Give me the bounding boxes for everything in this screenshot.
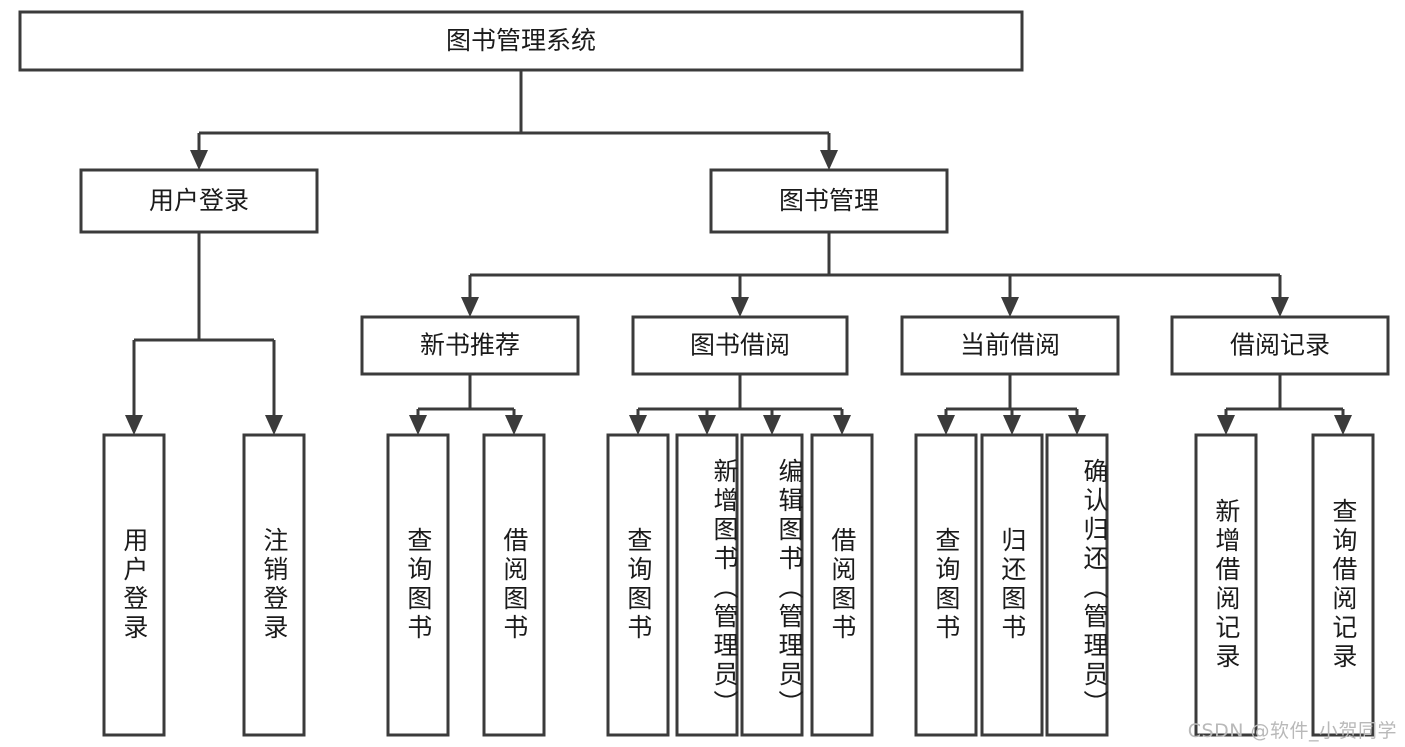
node-label-borrow-record: 借阅记录	[1230, 331, 1330, 360]
connectors-layer	[125, 70, 1352, 435]
node-box-current-borrow[interactable]	[900, 315, 1120, 376]
arrow-head-leaf-borrow-book-2	[833, 415, 851, 435]
arrow-head-current-borrow	[1001, 297, 1019, 317]
connector-group-borrow-record	[1217, 374, 1352, 435]
connector-group-user-login	[125, 232, 283, 435]
node-box-book-manage[interactable]	[709, 168, 949, 234]
arrow-head-leaf-logout	[265, 415, 283, 435]
node-box-leaf-query-record[interactable]	[1311, 433, 1375, 737]
csdn-watermark: CSDN @软件_小贺同学	[1187, 720, 1397, 742]
node-label-new-book-rec: 新书推荐	[420, 331, 520, 360]
node-label-book-borrow: 图书借阅	[690, 331, 790, 360]
node-box-leaf-edit-book[interactable]	[740, 433, 804, 737]
node-box-new-book-rec[interactable]	[360, 315, 580, 376]
connector-group-new-book-rec	[409, 374, 523, 435]
node-box-root[interactable]	[18, 10, 1024, 72]
node-box-leaf-add-book[interactable]	[675, 433, 739, 737]
node-label-user-login: 用户登录	[149, 186, 249, 215]
arrow-head-leaf-query-book-2	[629, 415, 647, 435]
arrow-head-leaf-add-record	[1217, 415, 1235, 435]
arrow-head-new-book-rec	[461, 297, 479, 317]
node-box-leaf-add-record[interactable]	[1194, 433, 1258, 737]
arrow-head-leaf-add-book	[698, 415, 716, 435]
arrow-head-leaf-edit-book	[763, 415, 781, 435]
arrow-head-leaf-user-login	[125, 415, 143, 435]
node-box-leaf-user-login[interactable]	[102, 433, 166, 737]
connector-group-book-borrow	[629, 374, 851, 435]
node-label-root: 图书管理系统	[446, 26, 596, 55]
arrow-head-book-manage	[820, 150, 838, 170]
arrow-head-leaf-confirm-return	[1068, 415, 1086, 435]
node-box-leaf-logout[interactable]	[242, 433, 306, 737]
node-label-book-manage: 图书管理	[779, 186, 879, 215]
node-box-leaf-confirm-return[interactable]	[1045, 433, 1109, 737]
arrow-head-leaf-query-record	[1334, 415, 1352, 435]
arrow-head-leaf-query-book-3	[937, 415, 955, 435]
arrow-head-leaf-query-book-1	[409, 415, 427, 435]
node-box-leaf-query-book-3[interactable]	[914, 433, 978, 737]
nodes-layer	[18, 10, 1390, 737]
connector-group-root	[190, 70, 838, 170]
node-box-leaf-borrow-book-1[interactable]	[482, 433, 546, 737]
connector-group-book-manage	[461, 232, 1289, 317]
node-label-current-borrow: 当前借阅	[960, 331, 1060, 360]
arrow-head-leaf-borrow-book-1	[505, 415, 523, 435]
arrow-head-leaf-return-book	[1003, 415, 1021, 435]
node-box-leaf-borrow-book-2[interactable]	[810, 433, 874, 737]
node-box-leaf-query-book-2[interactable]	[606, 433, 670, 737]
arrow-head-book-borrow	[731, 297, 749, 317]
node-box-leaf-query-book-1[interactable]	[386, 433, 450, 737]
arrow-head-user-login	[190, 150, 208, 170]
node-box-borrow-record[interactable]	[1170, 315, 1390, 376]
node-box-user-login[interactable]	[79, 168, 319, 234]
connector-group-current-borrow	[937, 374, 1086, 435]
node-box-leaf-return-book[interactable]	[980, 433, 1044, 737]
arrow-head-borrow-record	[1271, 297, 1289, 317]
node-box-book-borrow[interactable]	[631, 315, 849, 376]
